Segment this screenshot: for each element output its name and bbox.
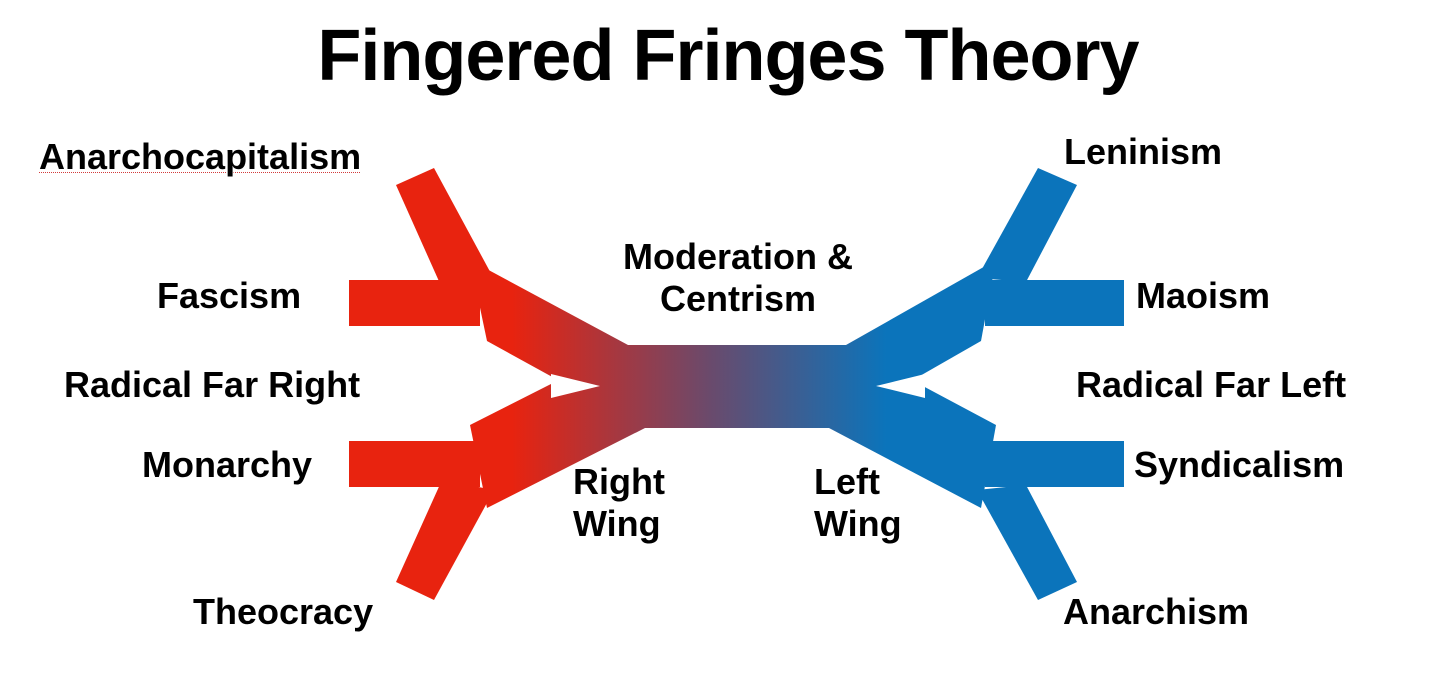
center-label-line1: Moderation & xyxy=(623,236,853,277)
finger-anarchism xyxy=(977,485,1077,600)
fringe-label-radical-far-left: Radical Far Left xyxy=(1076,364,1347,405)
right-lower-branch xyxy=(470,345,645,508)
right-wing-label-line2: Wing xyxy=(573,503,661,544)
finger-label-monarchy: Monarchy xyxy=(142,444,313,485)
finger-label-anarchocapitalism: Anarchocapitalism xyxy=(39,136,362,177)
left-notch xyxy=(876,374,925,398)
finger-leninism xyxy=(977,168,1077,282)
finger-label-syndicalism: Syndicalism xyxy=(1134,444,1345,485)
finger-label-theocracy: Theocracy xyxy=(193,591,374,632)
fringe-label-radical-far-right: Radical Far Right xyxy=(64,364,361,405)
center-label: Moderation & Centrism xyxy=(588,236,888,320)
center-bar xyxy=(620,345,854,428)
diagram-title: Fingered Fringes Theory xyxy=(317,16,1139,96)
left-lower-branch xyxy=(829,345,996,508)
finger-label-maoism: Maoism xyxy=(1136,275,1271,316)
left-wing-label-line1: Left xyxy=(814,461,880,502)
finger-fascism xyxy=(349,280,480,326)
finger-syndicalism xyxy=(985,441,1124,487)
left-wing-label-line2: Wing xyxy=(814,503,902,544)
right-wing-label-line1: Right xyxy=(573,461,665,502)
finger-label-anarchism: Anarchism xyxy=(1063,591,1250,632)
finger-maoism xyxy=(985,280,1124,326)
center-label-line2: Centrism xyxy=(659,278,817,319)
right-wing-label: Right Wing xyxy=(573,461,665,545)
left-wing-shape xyxy=(829,168,1124,600)
right-wing-shape xyxy=(349,168,645,600)
finger-label-fascism: Fascism xyxy=(157,275,302,316)
left-wing-label: Left Wing xyxy=(814,461,902,545)
finger-anarchocapitalism xyxy=(396,168,494,288)
right-notch xyxy=(551,374,600,398)
finger-label-leninism: Leninism xyxy=(1064,131,1223,172)
finger-theocracy xyxy=(396,480,494,600)
finger-monarchy xyxy=(349,441,480,487)
